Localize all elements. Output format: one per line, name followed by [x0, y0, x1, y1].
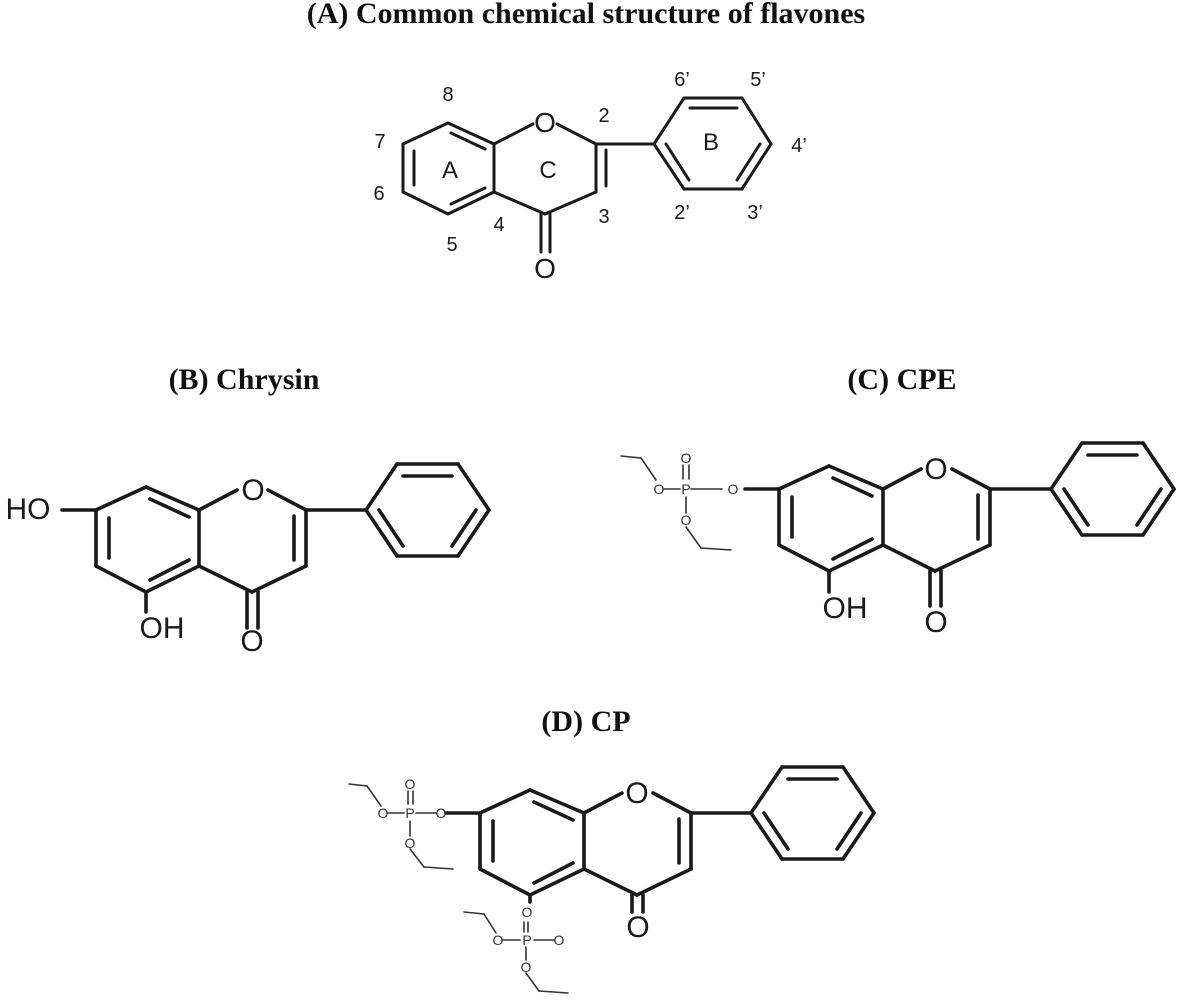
panel-c-title: (C) CPE	[847, 363, 956, 396]
panel-d-7-phosphorus: P	[405, 805, 414, 821]
position-2-prime-label: 2’	[674, 202, 690, 224]
panel-a-title: (A) Common chemical structure of flavone…	[307, 0, 866, 30]
panel-c-ring-oxygen: O	[924, 453, 947, 486]
position-7-label: 7	[374, 131, 385, 153]
panel-d-5-ester-oxygen-down: O	[521, 959, 532, 975]
panel-d-title: (D) CP	[541, 705, 630, 738]
position-6-label: 6	[373, 183, 384, 205]
position-3-prime-label: 3’	[747, 202, 763, 224]
panel-b-5-hydroxyl: OH	[140, 612, 185, 645]
panel-a-ring-oxygen: O	[534, 107, 556, 138]
panel-d-5-phosphorus: P	[522, 932, 531, 948]
position-4-prime-label: 4’	[791, 135, 807, 157]
position-5-label: 5	[446, 234, 457, 256]
position-8-label: 8	[442, 84, 453, 106]
panel-d-carbonyl-oxygen: O	[626, 911, 649, 944]
panel-b-ring-oxygen: O	[241, 474, 264, 507]
panel-c-structure: O O OH P O O O O	[620, 441, 1176, 639]
panel-d-structure: O O P O O O O O P O O O	[348, 765, 876, 994]
panel-c-ester-oxygen-left: O	[654, 481, 665, 497]
position-2-label: 2	[598, 105, 609, 127]
panel-b-bonds	[60, 462, 491, 630]
panel-c-phosphate-bonds	[620, 455, 732, 551]
panel-d-7-ester-oxygen-down: O	[405, 835, 416, 851]
ring-label-a: A	[442, 157, 458, 184]
position-3-label: 3	[598, 206, 609, 228]
panel-c-ester-oxygen-down: O	[681, 512, 692, 528]
panel-c-5-hydroxyl: OH	[823, 592, 868, 625]
panel-b-carbonyl-oxygen: O	[240, 625, 263, 658]
position-5-prime-label: 5’	[750, 69, 766, 91]
panel-d-5-aryl-oxygen: O	[522, 904, 533, 920]
panel-a-structure: O O A C B 8 7 6 5 4 3 2 6’ 5’ 4’ 3’ 2’	[373, 69, 806, 284]
position-6-prime-label: 6’	[674, 69, 690, 91]
panel-b-7-hydroxyl: HO	[6, 493, 51, 526]
panel-d-7-phosphoryl-oxygen: O	[405, 776, 416, 792]
panel-d-5-oxygen-right: O	[554, 932, 565, 948]
panel-c-carbonyl-oxygen: O	[924, 606, 947, 639]
ring-label-b: B	[703, 129, 719, 156]
panel-c-bonds	[743, 441, 1176, 608]
panel-b-title: (B) Chrysin	[169, 363, 320, 396]
panel-c-phosphorus: P	[681, 481, 690, 497]
panel-a-carbonyl-oxygen: O	[534, 253, 556, 284]
panel-d-ring-oxygen: O	[625, 777, 648, 810]
panel-a-bonds	[401, 96, 773, 254]
panel-d-phosphate-bonds	[348, 783, 569, 994]
panel-d-7-aryl-oxygen: O	[436, 805, 447, 821]
panel-b-structure: O O HO OH	[6, 462, 491, 658]
panel-d-bonds	[444, 765, 876, 914]
panel-d-5-ester-oxygen-left: O	[493, 932, 504, 948]
ring-label-c: C	[539, 157, 556, 184]
panel-c-phosphoryl-oxygen: O	[681, 450, 692, 466]
position-4-label: 4	[493, 214, 504, 236]
panel-c-aryl-oxygen: O	[728, 481, 739, 497]
panel-d-7-ester-oxygen-left: O	[378, 805, 389, 821]
